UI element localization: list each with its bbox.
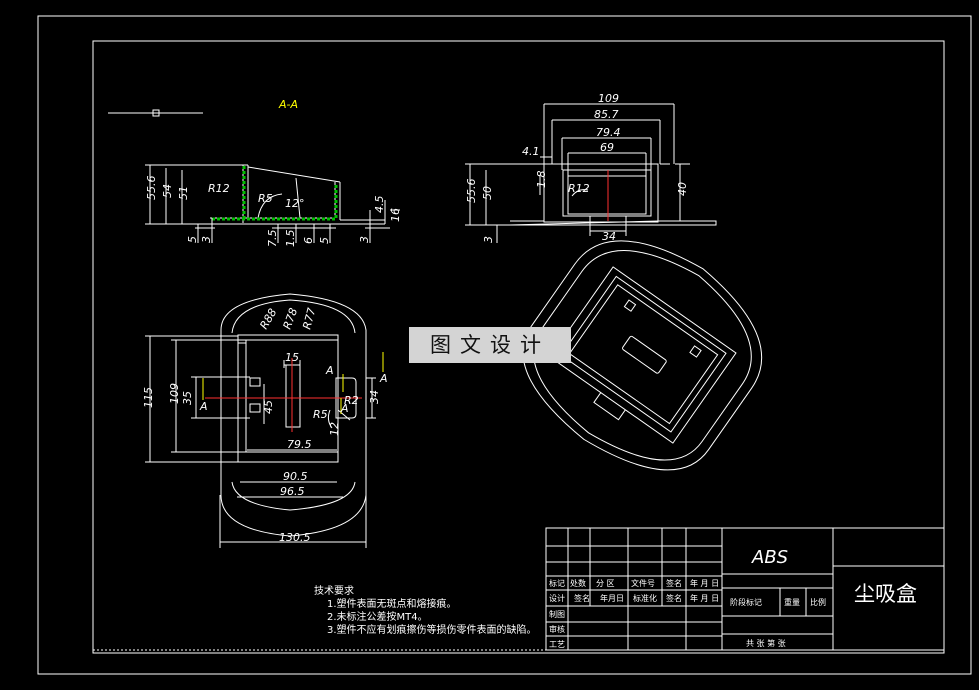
outer-frame xyxy=(37,15,972,675)
plan-centerlines xyxy=(202,352,384,432)
svg-text:15: 15 xyxy=(285,351,299,364)
svg-text:90.5: 90.5 xyxy=(283,470,308,483)
svg-text:处数: 处数 xyxy=(570,578,586,588)
svg-text:阶段标记: 阶段标记 xyxy=(730,597,762,607)
svg-text:R5: R5 xyxy=(258,192,273,205)
svg-text:109: 109 xyxy=(598,92,619,105)
section-dimensions: 55.6 54 51 R12 R5 12° 4.5 16 5 3 7.5 1.5… xyxy=(145,176,402,248)
svg-text:50: 50 xyxy=(481,186,494,200)
svg-text:4.1: 4.1 xyxy=(522,145,540,158)
tech-requirement-item: 1.塑件表面无斑点和熔接痕。 xyxy=(327,597,457,610)
svg-text:3: 3 xyxy=(200,236,213,243)
title-block-text: 标记 处数 分 区 文件号 签名 年 月 日 设计 签名 年月日 标准化 签名 … xyxy=(549,578,826,649)
side-view xyxy=(465,103,717,243)
svg-text:34: 34 xyxy=(602,230,616,243)
svg-text:签名: 签名 xyxy=(574,593,590,603)
watermark: 图文设计 xyxy=(409,327,571,363)
svg-text:3: 3 xyxy=(358,236,371,243)
svg-text:7.5: 7.5 xyxy=(266,230,279,248)
svg-text:130.5: 130.5 xyxy=(279,531,311,544)
svg-text:设计: 设计 xyxy=(549,593,565,603)
svg-text:40: 40 xyxy=(676,182,689,196)
svg-text:重量: 重量 xyxy=(784,597,800,607)
svg-text:6: 6 xyxy=(302,237,315,244)
svg-text:51: 51 xyxy=(177,186,190,200)
svg-text:115: 115 xyxy=(142,387,155,408)
svg-text:签名: 签名 xyxy=(666,578,682,588)
section-markers: A A A A xyxy=(199,364,388,415)
svg-text:R88: R88 xyxy=(257,306,279,331)
svg-text:79.4: 79.4 xyxy=(596,126,621,139)
svg-text:85.7: 85.7 xyxy=(594,108,619,121)
svg-text:16: 16 xyxy=(389,208,402,222)
tech-requirement-item: 3.塑件不应有划痕擦伤等损伤零件表面的缺陷。 xyxy=(327,623,537,636)
svg-text:109: 109 xyxy=(168,383,181,404)
part-name: 尘吸盒 xyxy=(854,582,917,606)
svg-text:文件号: 文件号 xyxy=(631,578,655,588)
svg-text:R77: R77 xyxy=(300,307,318,331)
svg-text:45: 45 xyxy=(262,400,275,414)
svg-text:3: 3 xyxy=(482,236,495,243)
svg-text:签名: 签名 xyxy=(666,593,682,603)
svg-text:A: A xyxy=(379,372,388,385)
svg-text:96.5: 96.5 xyxy=(280,485,305,498)
svg-text:69: 69 xyxy=(600,141,614,154)
title-block xyxy=(545,527,945,651)
plan-view xyxy=(145,293,376,548)
svg-text:34: 34 xyxy=(368,390,381,404)
svg-text:35: 35 xyxy=(181,391,194,405)
svg-text:12°: 12° xyxy=(285,197,305,210)
svg-text:工艺: 工艺 xyxy=(549,640,565,649)
svg-text:R12: R12 xyxy=(568,182,590,195)
svg-text:12: 12 xyxy=(328,422,341,436)
tech-requirements-title: 技术要求 xyxy=(314,584,354,597)
svg-text:审核: 审核 xyxy=(549,624,565,634)
svg-text:年 月 日: 年 月 日 xyxy=(690,578,719,588)
material-label: ABS xyxy=(751,547,788,568)
svg-text:年 月 日: 年 月 日 xyxy=(690,593,719,603)
svg-text:A: A xyxy=(340,402,349,415)
svg-text:R2: R2 xyxy=(344,394,359,407)
svg-text:79.5: 79.5 xyxy=(287,438,312,451)
svg-text:5: 5 xyxy=(318,237,331,244)
section-view xyxy=(145,164,400,243)
scale-mark xyxy=(108,109,203,117)
svg-text:4.5: 4.5 xyxy=(373,196,386,214)
svg-text:R78: R78 xyxy=(281,306,301,331)
section-label: A-A xyxy=(278,98,298,111)
svg-text:54: 54 xyxy=(161,184,174,198)
tech-requirements: 技术要求 1.塑件表面无斑点和熔接痕。 2.未标注公差按MT4。 3.塑件不应有… xyxy=(314,584,537,636)
svg-text:制图: 制图 xyxy=(549,609,565,619)
tech-requirement-item: 2.未标注公差按MT4。 xyxy=(327,610,428,623)
svg-text:共 张 第 张: 共 张 第 张 xyxy=(746,638,786,648)
side-dimensions: 109 85.7 79.4 69 4.1 55.6 50 1.8 R12 40 … xyxy=(465,92,689,243)
svg-text:标记: 标记 xyxy=(549,578,565,588)
svg-text:1.8: 1.8 xyxy=(535,171,548,189)
svg-text:1.5: 1.5 xyxy=(284,230,297,248)
svg-text:55.6: 55.6 xyxy=(145,176,158,201)
svg-text:年月日: 年月日 xyxy=(600,593,624,603)
svg-text:分 区: 分 区 xyxy=(596,579,615,588)
svg-text:5: 5 xyxy=(186,236,199,243)
svg-text:55.6: 55.6 xyxy=(465,179,478,204)
svg-text:R12: R12 xyxy=(208,182,230,195)
svg-text:A: A xyxy=(325,364,334,377)
svg-text:R5: R5 xyxy=(313,408,328,421)
plan-dimensions: R88 R78 R77 115 109 35 15 45 R5 R2 12 34… xyxy=(142,306,381,544)
svg-text:标准化: 标准化 xyxy=(633,593,657,603)
inner-frame xyxy=(92,40,945,654)
isometric-view xyxy=(522,240,763,471)
svg-text:比例: 比例 xyxy=(810,597,826,607)
svg-text:A: A xyxy=(199,400,208,413)
